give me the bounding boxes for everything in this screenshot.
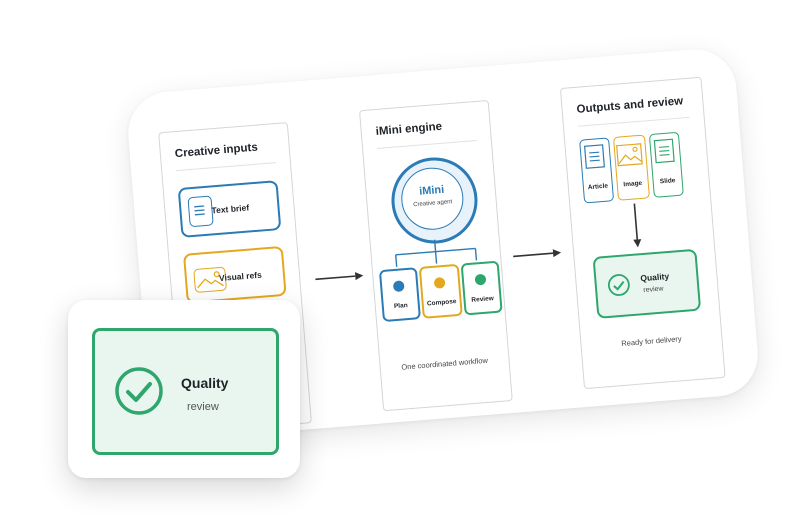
quality-review-sub: review — [643, 285, 664, 295]
text-brief-card[interactable]: Text brief — [177, 180, 282, 238]
divider — [377, 139, 477, 149]
slide-icon — [653, 138, 675, 164]
check-circle-icon — [607, 274, 630, 296]
compose-dot-icon — [433, 276, 446, 289]
document-icon — [583, 144, 605, 169]
down-arrow-icon — [633, 203, 642, 248]
image-icon — [193, 266, 228, 294]
outputs-caption: Ready for delivery — [620, 334, 682, 349]
image-label: Image — [623, 179, 643, 189]
engine-caption: One coordinated workflow — [401, 355, 489, 372]
quality-review-zoom-card[interactable]: Quality review — [92, 328, 279, 455]
visual-refs-label: Visual refs — [218, 269, 263, 284]
visual-refs-card[interactable]: Visual refs — [182, 245, 287, 304]
article-label: Article — [587, 182, 609, 192]
image-icon — [616, 143, 643, 167]
panel-title: Creative inputs — [174, 141, 259, 161]
plan-label: Plan — [393, 302, 408, 311]
divider — [176, 162, 276, 172]
review-label: Review — [471, 295, 495, 304]
plan-step-card[interactable]: Plan — [378, 267, 421, 323]
text-brief-label: Text brief — [211, 202, 250, 216]
review-step-card[interactable]: Review — [460, 260, 503, 316]
panel-title: Outputs and review — [576, 95, 684, 116]
panel-title: iMini engine — [375, 120, 443, 139]
flow-arrow-icon — [513, 249, 562, 258]
plan-dot-icon — [392, 280, 405, 293]
review-dot-icon — [474, 273, 487, 286]
quality-review-card[interactable]: Quality review — [592, 248, 702, 319]
connector-lines — [395, 239, 478, 267]
image-output-card[interactable]: Image — [612, 134, 650, 201]
flow-arrow-icon — [315, 272, 364, 281]
popout-title: Quality — [181, 375, 229, 391]
compose-label: Compose — [426, 298, 457, 308]
quality-review-title: Quality — [639, 270, 670, 284]
creative-inputs-panel: Creative inputs Text brief Visual refs — [158, 122, 312, 434]
check-circle-icon — [115, 367, 163, 415]
article-output-card[interactable]: Article — [579, 137, 615, 204]
outputs-review-panel: Outputs and review Article Image — [559, 76, 726, 390]
imini-engine-panel: iMini engine iMini Creative agent Plan C… — [359, 99, 513, 412]
slide-label: Slide — [659, 177, 676, 186]
document-icon — [187, 195, 214, 228]
slide-output-card[interactable]: Slide — [648, 131, 684, 198]
workflow-board: Creative inputs Text brief Visual refs — [125, 46, 761, 442]
imini-core-name: iMini — [418, 183, 445, 198]
imini-core-sub: Creative agent — [413, 199, 453, 209]
divider — [577, 116, 690, 127]
popout-subtitle: review — [187, 401, 219, 413]
compose-step-card[interactable]: Compose — [418, 263, 463, 319]
quality-review-popout: Quality review — [68, 300, 300, 478]
